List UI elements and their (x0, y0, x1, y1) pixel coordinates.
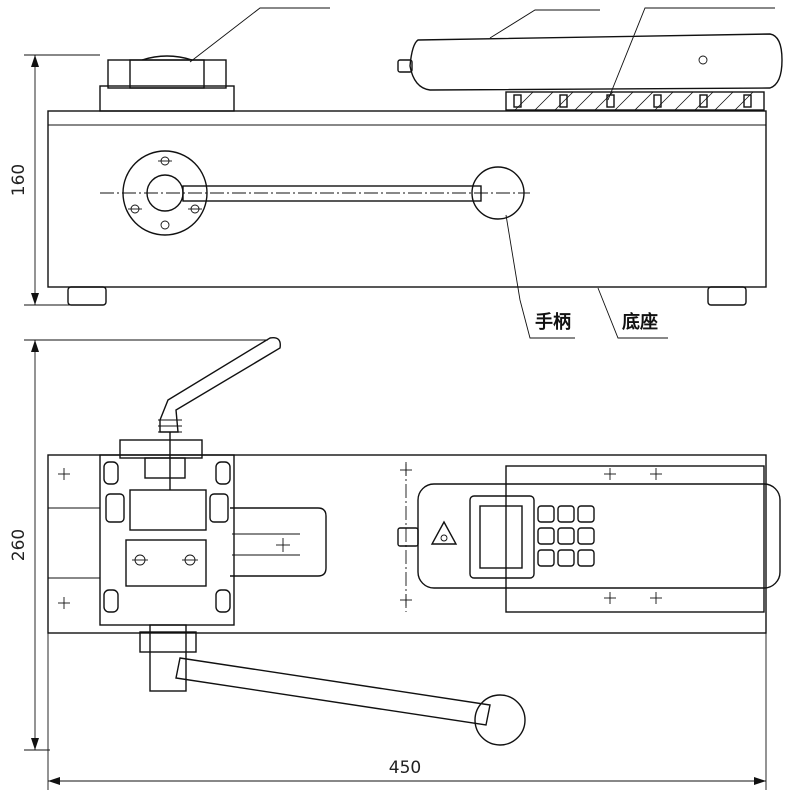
dimension-450: 450 (47, 633, 767, 790)
handle-top-lower (139, 624, 526, 746)
handle-label: 手柄 (535, 311, 571, 333)
foot-right (707, 286, 747, 306)
handle-side (100, 150, 530, 236)
handle-top-upper (158, 337, 281, 490)
foot-left (67, 286, 107, 306)
clamp-head (99, 55, 235, 112)
base-screw-marks (58, 464, 412, 609)
base-plate-top (47, 454, 767, 634)
dimension-160: 160 (9, 54, 100, 306)
base-label: 底座 (622, 311, 658, 333)
keypad (537, 505, 595, 567)
dimension-260: 260 (9, 339, 268, 751)
force-gauge-top (397, 465, 781, 613)
force-gauge-side (397, 33, 783, 111)
callout-leaders-top (189, 7, 775, 101)
part-labels: 手柄 底座 (505, 214, 668, 339)
slide-rail (230, 507, 327, 577)
top-view: 260 450 (9, 337, 781, 790)
dim-total-width-text: 450 (389, 758, 421, 778)
dim-top-depth-text: 260 (9, 529, 29, 561)
clamp-fixture-top (99, 439, 235, 626)
side-view: 160 手柄 底座 (9, 7, 783, 339)
base-body (47, 110, 767, 288)
dim-side-height-text: 160 (9, 164, 29, 196)
